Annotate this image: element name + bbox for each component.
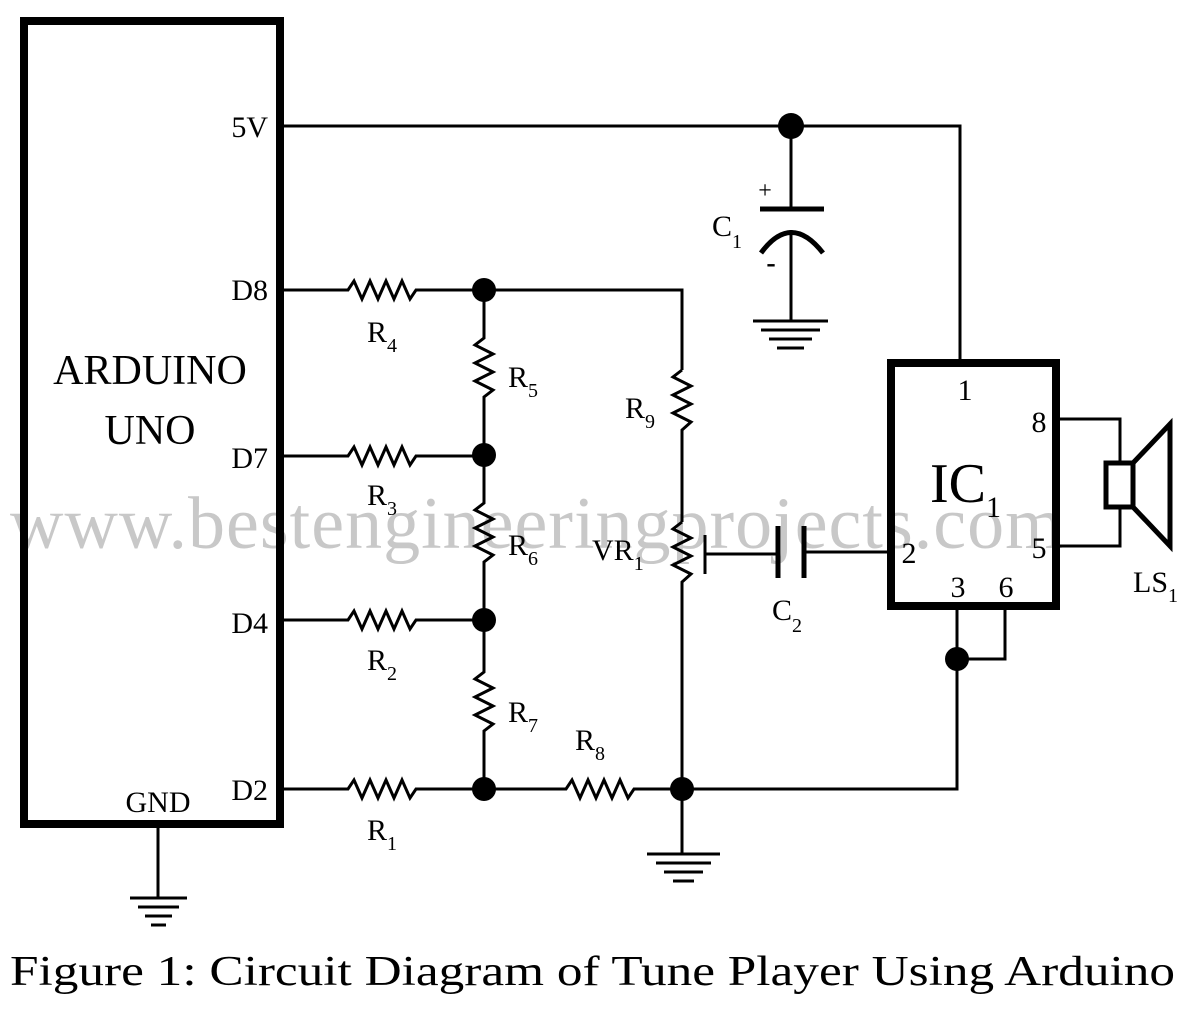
c2-label-sub: 2: [792, 615, 802, 637]
ic1-pin-1: 1: [958, 374, 973, 407]
ic1-block: [887, 359, 1060, 610]
arduino-block: [20, 17, 284, 828]
pin-d4-label: D4: [231, 607, 268, 640]
r3-label-sub: 3: [387, 498, 397, 520]
arduino-ground: [130, 828, 187, 927]
wire-ground-to-ic: [682, 658, 959, 791]
speaker-ls1: [1060, 417, 1173, 553]
capacitor-c2: [775, 526, 890, 578]
c2-label: C2: [772, 594, 802, 637]
r1-label: R1: [367, 814, 397, 855]
resistor-r3: [282, 443, 484, 469]
r2-label: R2: [367, 644, 397, 685]
r3-label: R3: [367, 479, 397, 520]
pin-gnd-label: GND: [126, 786, 191, 819]
resistor-r2: [282, 607, 484, 633]
pin-d7-label: D7: [231, 442, 268, 475]
r9-label-name: R: [625, 392, 645, 425]
c2-label-name: C: [772, 594, 792, 627]
r2-label-sub: 2: [387, 663, 397, 685]
c1-label-sub: 1: [732, 231, 742, 253]
ic1-label: IC1: [930, 453, 1001, 524]
arduino-title-line1: ARDUINO: [53, 348, 247, 394]
pin-5v-label: 5V: [231, 111, 268, 144]
ic1-pin-6: 6: [999, 571, 1014, 604]
ls1-label-name: LS: [1133, 566, 1168, 599]
potentiometer-vr1: [669, 520, 776, 789]
c1-label: C1: [712, 210, 742, 253]
vr1-label: VR1: [592, 534, 644, 575]
r3-label-name: R: [367, 479, 387, 512]
figure-caption: Figure 1: Circuit Diagram of Tune Player…: [10, 949, 1175, 995]
resistor-r7: [471, 620, 497, 789]
r5-label: R5: [508, 361, 538, 402]
r7-label-name: R: [508, 696, 528, 729]
r7-label: R7: [508, 696, 538, 737]
ground-symbol-main: [647, 789, 720, 883]
capacitor-c1: [753, 126, 828, 350]
arduino-title-line2: UNO: [105, 408, 196, 454]
c1-plus-sign: +: [758, 178, 772, 204]
r9-label: R9: [625, 392, 655, 433]
ic1-pin-8: 8: [1032, 406, 1047, 439]
ic1-label-sub: 1: [986, 491, 1001, 524]
resistor-r1: [282, 776, 484, 802]
r4-label-name: R: [367, 316, 387, 349]
junction-pin3-pin6: [945, 647, 969, 671]
r7-label-sub: 7: [528, 715, 538, 737]
ic1-pin-2: 2: [902, 537, 917, 570]
r8-label-sub: 8: [595, 743, 605, 765]
resistor-r8: [484, 776, 682, 802]
r1-label-name: R: [367, 814, 387, 847]
r9-label-sub: 9: [645, 411, 655, 433]
r6-label-sub: 6: [528, 548, 538, 570]
vr1-label-name: VR: [592, 534, 634, 567]
r8-label-name: R: [575, 724, 595, 757]
wire-pin6: [957, 608, 1007, 661]
r6-label-name: R: [508, 529, 528, 562]
c1-minus-sign: -: [766, 248, 775, 279]
pin-d2-label: D2: [231, 774, 268, 807]
r2-label-name: R: [367, 644, 387, 677]
r8-label: R8: [575, 724, 605, 765]
resistor-r6: [471, 455, 497, 620]
r1-label-sub: 1: [387, 833, 397, 855]
c1-label-name: C: [712, 210, 732, 243]
r4-label: R4: [367, 316, 397, 357]
ic1-label-name: IC: [930, 453, 986, 515]
r5-label-name: R: [508, 361, 528, 394]
resistor-r9: [669, 368, 695, 522]
resistor-r5: [471, 290, 497, 455]
vr1-label-sub: 1: [634, 553, 644, 575]
r6-label: R6: [508, 529, 538, 570]
wire-5v-rail: [282, 124, 962, 362]
r5-label-sub: 5: [528, 380, 538, 402]
ic1-pin-3: 3: [951, 571, 966, 604]
pin-d8-label: D8: [231, 274, 268, 307]
ic1-pin-5: 5: [1032, 532, 1047, 565]
ls1-label-sub: 1: [1168, 585, 1178, 607]
r4-label-sub: 4: [387, 335, 397, 357]
ls1-label: LS1: [1133, 566, 1178, 607]
